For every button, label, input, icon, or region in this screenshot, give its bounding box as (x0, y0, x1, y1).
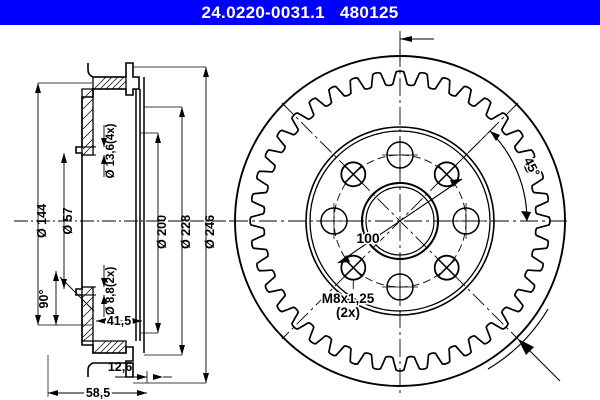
dim-diameter-246: Ø 246 (133, 66, 217, 384)
dim-angle-45-label: 45° (521, 155, 543, 179)
dim-width-58-5-label: 58,5 (86, 386, 110, 400)
technical-drawing-canvas: Ø 13,6(4x) Ø 8,8(2x) Ø 144 (0, 25, 600, 400)
thread-callout: M8x1,25 (2x) (320, 279, 376, 322)
inner-circle-200-inner (309, 130, 491, 312)
dim-diameter-228-label: Ø 228 (179, 215, 193, 249)
dim-bolt-circle-100-label: 100 (356, 230, 380, 246)
dim-diameter-144-label: Ø 144 (35, 204, 49, 238)
front-view: 100 M8x1,25 (2x) 45° (230, 31, 570, 393)
dim-diameter-246-label: Ø 246 (203, 215, 217, 249)
inner-circle-200-outer (305, 126, 495, 316)
title-bar-text: 24.0220-0031.1 480125 (201, 2, 399, 22)
drum-wall-lines (135, 77, 145, 353)
bolt-hole (382, 137, 418, 173)
dim-diameter-200: Ø 200 (140, 132, 169, 334)
dim-diameter-200-label: Ø 200 (155, 215, 169, 249)
bolt-holes (316, 137, 484, 305)
dim-bolt-circle-100: 100 (337, 178, 463, 264)
thread-spec-count-label: (2x) (336, 305, 360, 320)
dim-diameter-144: Ø 144 (35, 82, 92, 326)
bolt-hole (316, 203, 352, 239)
bore-step-marks (82, 146, 96, 296)
center-bore-outer (360, 181, 440, 261)
drum-outer-profile (75, 62, 140, 378)
angle-45-arc (489, 130, 528, 222)
dim-angle-90: 90° (37, 271, 95, 325)
dim-diameter-57-label: Ø 57 (61, 207, 75, 234)
dim-width-12-6-label: 12,6 (108, 360, 132, 374)
dim-angle-45: 45° (446, 124, 545, 222)
bolt-hole (448, 203, 484, 239)
thread-spec-m8-label: M8x1,25 (322, 291, 375, 306)
center-bore-inner (365, 186, 435, 256)
top-width-marker (399, 31, 434, 61)
dim-width-41-5-label: 41,5 (107, 314, 131, 328)
title-bar: 24.0220-0031.1 480125 (0, 0, 600, 25)
dim-width-58-5: 58,5 (47, 355, 147, 400)
outer-ring-leader (487, 308, 561, 382)
tooth-ring (249, 70, 551, 372)
dim-width-12-6: 12,6 (108, 360, 172, 383)
dim-hole-13-6-label: Ø 13,6(4x) (105, 123, 117, 178)
dim-diameter-57: Ø 57 (61, 153, 75, 289)
threaded-hole (433, 254, 460, 281)
dim-width-41-5: 41,5 (96, 312, 142, 330)
dim-hole-13-6: Ø 13,6(4x) (101, 123, 117, 178)
bolt-hole (382, 269, 418, 305)
dim-diameter-228: Ø 228 (144, 106, 193, 356)
dim-hole-8-8-label: Ø 8,8(2x) (105, 267, 117, 316)
section-view: Ø 13,6(4x) Ø 8,8(2x) Ø 144 (14, 62, 232, 400)
threaded-hole (340, 161, 367, 188)
dim-angle-90-label: 90° (37, 290, 51, 309)
dim-hole-8-8: Ø 8,8(2x) (101, 265, 117, 317)
